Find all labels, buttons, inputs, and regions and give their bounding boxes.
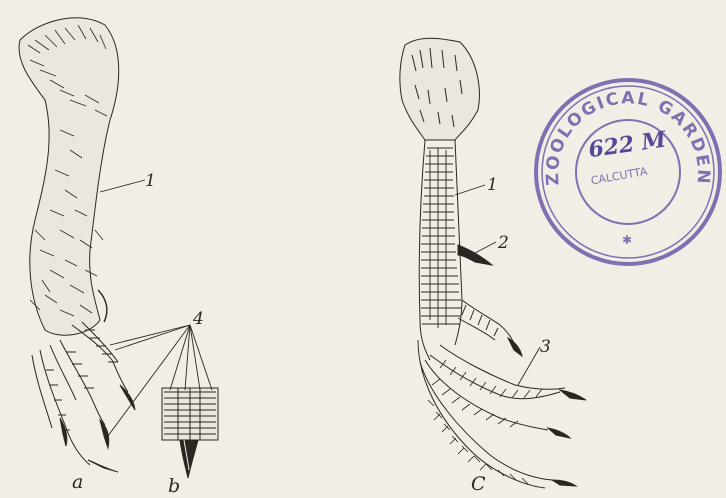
panel-label-a: a <box>72 471 83 493</box>
toe-detail-drawing <box>162 388 218 478</box>
callout-label-1c: 1 <box>487 175 498 195</box>
stamp-text-inner: CALCUTTA <box>590 165 649 188</box>
stamp-star-icon: ✱ <box>622 233 632 247</box>
scaled-leg-drawing <box>400 38 586 488</box>
tarsus-scutes <box>421 148 461 328</box>
callout-1c-leader <box>455 185 485 195</box>
callout-label-4: 4 <box>192 309 204 329</box>
callout-2c-leader <box>475 242 496 253</box>
feathered-leg-drawing <box>19 18 135 472</box>
feathered-toes <box>32 322 128 465</box>
callout-label-2c: 2 <box>497 233 509 253</box>
stamp-handwritten: 622 M <box>587 126 668 163</box>
toe-scales <box>428 360 542 484</box>
callout-1a-leader <box>100 180 145 192</box>
panel-label-b: b <box>168 475 180 497</box>
callout-label-3c: 3 <box>540 337 551 357</box>
panel-label-c: C <box>471 473 486 495</box>
zoological-garden-stamp: ZOOLOGICAL GARDEN 622 M CALCUTTA ✱ <box>536 80 720 264</box>
callout-label-1a: 1 <box>145 171 156 191</box>
